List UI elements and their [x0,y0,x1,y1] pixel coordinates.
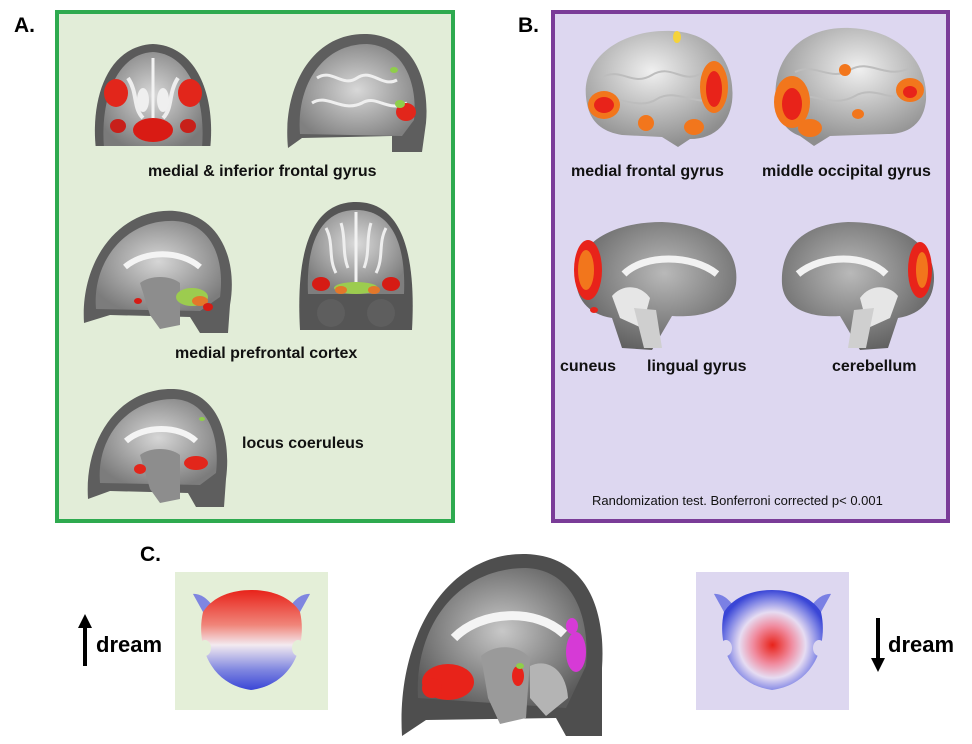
coronal-brain-slice-2 [299,202,413,330]
caption-lingual-gyrus: lingual gyrus [647,358,747,375]
coronal-brain-slice-1 [88,44,218,153]
panel-c-label: C. [140,543,161,566]
topomap-increase [175,572,328,710]
sagittal-brain-slice-1 [287,33,427,152]
panel-a-label: A. [14,14,35,37]
caption-medial-inferior-frontal-gyrus: medial & inferior frontal gyrus [148,163,377,180]
dream-decrease-label: dream [888,632,955,657]
panel-b-label: B. [518,14,539,37]
caption-cerebellum: cerebellum [832,358,917,375]
medial-brain-slice-cerebellum [781,222,934,350]
down-arrow-icon [871,618,885,672]
up-arrow-icon [78,614,92,666]
caption-medial-frontal-gyrus: medial frontal gyrus [571,163,724,180]
caption-medial-prefrontal-cortex: medial prefrontal cortex [175,345,358,362]
medial-brain-slice-cuneus [574,222,737,350]
sagittal-brain-slice-2 [83,210,232,333]
dream-increase-label: dream [96,632,163,657]
topomap-decrease [696,572,849,710]
caption-cuneus: cuneus [560,358,617,375]
surface-brain-medial-frontal [585,30,733,147]
statistics-footnote: Randomization test. Bonferroni corrected… [592,493,883,508]
caption-middle-occipital-gyrus: middle occipital gyrus [762,163,931,180]
caption-locus-coeruleus: locus coeruleus [242,435,364,452]
sagittal-brain-combined [401,553,603,736]
sagittal-brain-slice-3 [87,388,228,507]
surface-brain-middle-occipital [774,27,927,146]
